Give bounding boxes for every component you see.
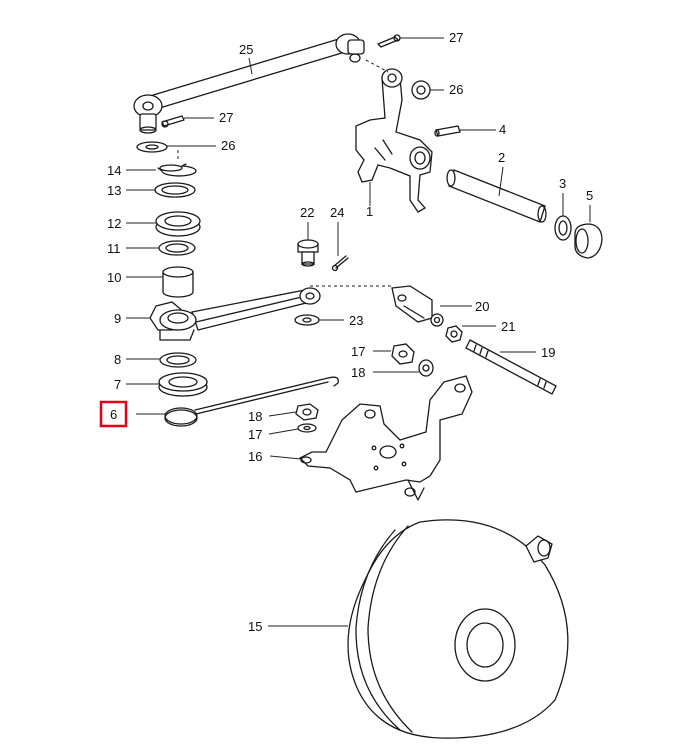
part-17-nut-upper [391,343,415,365]
callout-8: 8 [114,352,121,367]
part-5-knob [574,223,603,259]
callout-10: 10 [107,270,121,285]
part-21-nut [445,325,463,343]
callout-4: 4 [499,122,506,137]
callout-23: 23 [349,313,363,328]
part-25-linkage-rod [133,33,365,134]
part-18-nut-lower [295,403,319,421]
leader-lines [126,37,591,627]
part-4-pin [434,125,461,137]
part-16-mounting-bracket [298,375,473,501]
callout-25: 25 [239,42,253,57]
part-23-washer [294,314,320,326]
callout-1: 1 [366,204,373,219]
callout-7: 7 [114,377,121,392]
callout-18-lower: 18 [248,409,262,424]
callout-18-upper: 18 [351,365,365,380]
part-10-bushing [162,266,194,298]
callout-22: 22 [300,205,314,220]
part-27-cotter-pin-upper [377,34,401,48]
part-9-lever [149,287,321,341]
callout-27-lower: 27 [219,110,233,125]
part-3-washer [554,215,572,241]
part-8-washer [159,352,197,368]
part-7-bushing-ring [158,372,208,397]
callout-5: 5 [586,188,593,203]
callout-3: 3 [559,176,566,191]
assembly-guide-lines [177,59,392,287]
part-14-circlip [157,163,197,177]
part-20-clevis [391,285,444,327]
callout-6: 6 [110,407,117,422]
part-11-washer [158,240,196,256]
callout-17-lower: 17 [248,427,262,442]
part-1-bell-crank [355,68,433,213]
part-15-brake-servo [347,519,569,739]
callout-2: 2 [498,150,505,165]
callout-16: 16 [248,449,262,464]
part-2-shaft [446,169,547,223]
part-19-threaded-rod [465,339,557,395]
callout-12: 12 [107,216,121,231]
callout-11: 11 [107,241,121,256]
part-17-washer-lower [297,423,317,433]
callout-15: 15 [248,619,262,634]
callout-13: 13 [107,183,121,198]
highlight-box [99,400,128,428]
part-18-washer-upper [418,359,434,377]
callout-27-upper: 27 [449,30,463,45]
callout-26-lower: 26 [221,138,235,153]
part-27-cotter-pin-lower [161,115,185,128]
callout-19: 19 [541,345,555,360]
callout-labels: 25 27 26 27 26 4 14 13 12 11 10 9 8 7 6 … [107,30,593,634]
part-26-washer-lower [136,141,168,153]
part-26-washer-upper [411,80,431,100]
callout-14: 14 [107,163,121,178]
callout-24: 24 [330,205,344,220]
callout-26-upper: 26 [449,82,463,97]
part-22-bolt [297,239,319,267]
callout-17-upper: 17 [351,344,365,359]
callout-9: 9 [114,311,121,326]
callout-21: 21 [501,319,515,334]
part-13-washer [154,182,196,198]
callout-20: 20 [475,299,489,314]
part-12-bushing-ring [155,211,201,237]
part-24-cotter-pin [331,255,349,272]
part-6-return-spring [164,376,339,427]
